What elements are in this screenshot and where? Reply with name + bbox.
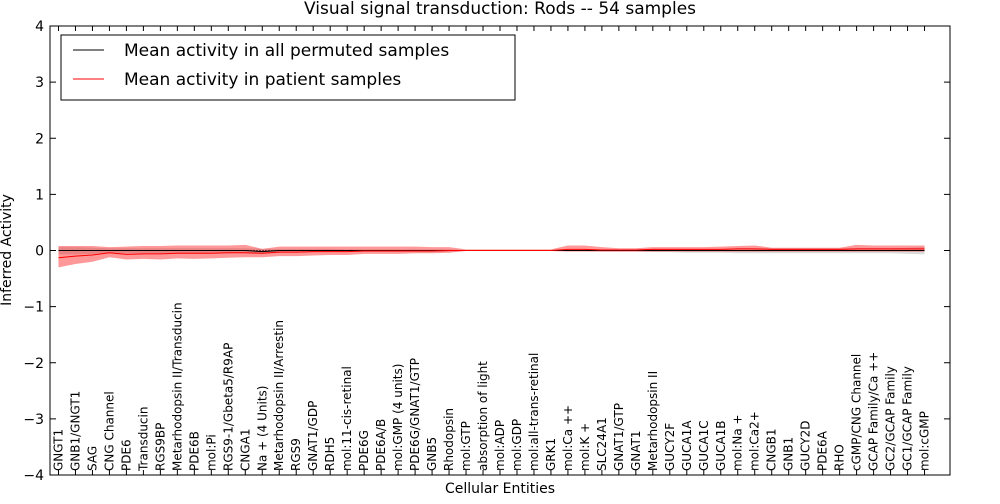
x-tick-label: CNG Channel [102, 391, 116, 471]
x-axis-label: Cellular Entities [445, 481, 555, 497]
x-tick-label: mol:11-cis-retinal [340, 366, 354, 471]
y-tick-label: 0 [35, 244, 44, 260]
x-tick-label: GNGT1 [51, 429, 65, 471]
y-tick-label: 3 [35, 75, 44, 91]
x-tick-label: GUCY2D [799, 421, 813, 471]
y-tick-label: −2 [23, 356, 44, 372]
x-tick-label: cGMP/CNG Channel [850, 354, 864, 471]
legend-label: Mean activity in patient samples [124, 70, 401, 90]
x-tick-label: GNB5 [425, 437, 439, 471]
chart-title: Visual signal transduction: Rods -- 54 s… [304, 0, 696, 19]
series-line-1 [58, 248, 925, 259]
y-tick-label: 1 [35, 187, 44, 203]
x-tick-label: SAG [85, 446, 99, 471]
x-tick-label: mol:cGMP [918, 411, 932, 471]
x-tick-label: GC2/GCAP Family [884, 366, 898, 471]
x-tick-label: GUCA1B [714, 420, 728, 471]
x-tick-label: mol:GMP (4 units) [391, 364, 405, 471]
x-tick-label: GUCY2F [663, 423, 677, 471]
x-tick-label: GNB1/GNGT1 [68, 391, 82, 471]
y-tick-label: −4 [23, 468, 44, 484]
series-band-1 [58, 244, 925, 268]
x-tick-label: mol:K + [578, 423, 592, 471]
x-tick-label: absorption of light [476, 361, 490, 471]
x-tick-label: Metarhodopsin II [646, 371, 660, 471]
x-tick-label: mol:all-trans-retinal [527, 353, 541, 471]
x-tick-label: GNAT1/GDP [306, 401, 320, 471]
x-tick-label: mol:GDP [510, 419, 524, 471]
x-tick-label: RGS9 [289, 438, 303, 471]
x-tick-label: CNGA1 [238, 429, 252, 472]
x-tick-label: GC1/GCAP Family [901, 366, 915, 471]
x-tick-label: PDE6G/GNAT1/GTP [408, 358, 422, 471]
x-tick-label: mol:Pi [204, 434, 218, 471]
x-tick-label: mol:Ca ++ [561, 405, 575, 471]
x-tick-label: CNGB1 [765, 428, 779, 471]
x-tick-label: RHO [833, 444, 847, 471]
x-tick-label: GCAP Family/Ca ++ [867, 352, 881, 471]
x-tick-label: SLC24A1 [595, 417, 609, 471]
x-tick-label: GNB1 [782, 437, 796, 471]
x-tick-label: mol:ADP [493, 420, 507, 471]
x-tick-label: PDE6A [816, 430, 830, 471]
x-tick-label: Na + (4 Units) [255, 385, 269, 471]
x-tick-label: Metarhodopsin II/Arrestin [272, 320, 286, 471]
y-tick-label: 2 [35, 131, 44, 147]
y-tick-label: 4 [35, 19, 44, 35]
x-tick-label: PDE6B [187, 431, 201, 471]
x-tick-label: GUCA1C [697, 420, 711, 471]
x-tick-label: GNAT1/GTP [612, 403, 626, 471]
x-tick-label: PDE6G [357, 430, 371, 471]
x-tick-label: PDE6 [119, 439, 133, 471]
y-axis-label: Inferred Activity [0, 194, 15, 306]
x-tick-label: RGS9BP [153, 423, 167, 471]
y-tick-label: −3 [23, 412, 44, 428]
x-tick-label: RGS9-1/Gbeta5/R9AP [221, 343, 235, 471]
y-tick-label: −1 [23, 300, 44, 316]
x-tick-label: GUCA1A [680, 420, 694, 471]
x-tick-label: PDE6A/B [374, 419, 388, 471]
x-tick-label: GNAT1 [629, 430, 643, 471]
x-tick-label: Metarhodopsin II/Transducin [170, 302, 184, 471]
x-tick-label: mol:GTP [459, 421, 473, 471]
x-tick-label: RDH5 [323, 437, 337, 471]
x-tick-label: mol:Ca2+ [748, 411, 762, 471]
x-tick-label: mol:Na + [731, 414, 745, 471]
legend: Mean activity in all permuted samplesMea… [60, 34, 516, 101]
x-tick-label: Rhodopsin [442, 408, 456, 471]
x-tick-label: GRK1 [544, 438, 558, 471]
x-tick-label: Transducin [136, 407, 150, 472]
legend-box [60, 34, 516, 101]
legend-label: Mean activity in all permuted samples [124, 41, 449, 61]
